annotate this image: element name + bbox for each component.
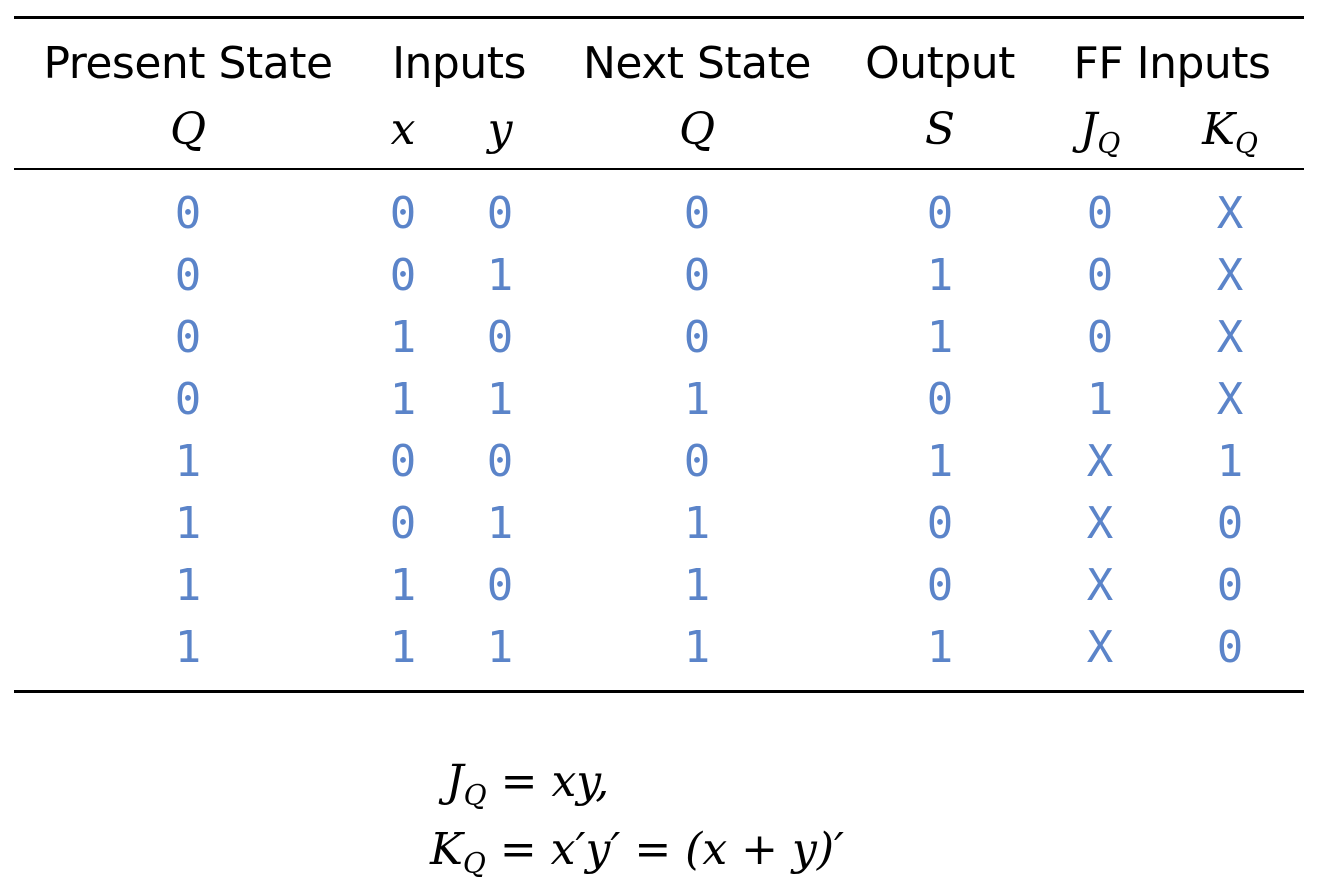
header-present-state: Present State	[43, 38, 333, 89]
cell-present-q: 0	[174, 312, 202, 363]
table-top-rule	[14, 16, 1304, 19]
cell-present-q: 0	[174, 250, 202, 301]
cell-jq: X	[1086, 560, 1114, 611]
cell-output-s: 0	[926, 498, 954, 549]
cell-kq: 1	[1216, 436, 1244, 487]
equation-kq-lhs-base: K	[430, 824, 463, 875]
var-present-q: Q	[169, 104, 207, 155]
cell-next-q: 0	[683, 312, 711, 363]
cell-next-q: 1	[683, 622, 711, 673]
cell-input-y: 1	[486, 374, 514, 425]
cell-jq: X	[1086, 622, 1114, 673]
cell-input-y: 0	[486, 188, 514, 239]
equation-kq-lhs-sub: Q	[462, 846, 486, 880]
cell-input-x: 0	[389, 436, 417, 487]
var-jq-sub: Q	[1097, 126, 1121, 160]
cell-output-s: 1	[926, 436, 954, 487]
var-kq-sub: Q	[1234, 126, 1258, 160]
cell-kq: 0	[1216, 560, 1244, 611]
cell-input-x: 1	[389, 312, 417, 363]
equation-kq: KQ = x′y′ = (x + y)′	[430, 828, 844, 877]
var-y: y	[487, 104, 513, 155]
cell-next-q: 1	[683, 560, 711, 611]
var-x: x	[390, 104, 416, 155]
equation-kq-rhs: = x′y′ = (x + y)′	[485, 824, 845, 875]
cell-next-q: 0	[683, 188, 711, 239]
var-kq-base: K	[1202, 104, 1235, 155]
cell-kq: 0	[1216, 498, 1244, 549]
cell-input-x: 0	[389, 250, 417, 301]
cell-kq: X	[1216, 374, 1244, 425]
cell-input-x: 1	[389, 560, 417, 611]
cell-kq: 0	[1216, 622, 1244, 673]
cell-present-q: 1	[174, 498, 202, 549]
cell-present-q: 0	[174, 188, 202, 239]
equation-jq-lhs-sub: Q	[463, 778, 487, 812]
cell-jq: 0	[1086, 250, 1114, 301]
cell-input-x: 0	[389, 498, 417, 549]
var-jq-base: J	[1079, 104, 1098, 155]
cell-output-s: 0	[926, 188, 954, 239]
cell-jq: X	[1086, 498, 1114, 549]
cell-present-q: 1	[174, 436, 202, 487]
cell-next-q: 0	[683, 250, 711, 301]
cell-input-x: 0	[389, 188, 417, 239]
cell-jq: 0	[1086, 188, 1114, 239]
cell-jq: 1	[1086, 374, 1114, 425]
cell-next-q: 0	[683, 436, 711, 487]
cell-output-s: 0	[926, 374, 954, 425]
cell-present-q: 1	[174, 560, 202, 611]
cell-input-y: 0	[486, 560, 514, 611]
cell-kq: X	[1216, 250, 1244, 301]
header-inputs: Inputs	[392, 38, 526, 89]
var-kq: KQ	[1202, 108, 1258, 157]
cell-jq: 0	[1086, 312, 1114, 363]
table-bottom-rule	[14, 690, 1304, 693]
cell-next-q: 1	[683, 374, 711, 425]
equation-jq: JQ = xy,	[446, 760, 609, 809]
cell-input-y: 1	[486, 622, 514, 673]
header-next-state: Next State	[583, 38, 811, 89]
cell-next-q: 1	[683, 498, 711, 549]
equation-jq-rhs: = xy,	[486, 756, 610, 807]
cell-input-y: 1	[486, 250, 514, 301]
cell-input-x: 1	[389, 622, 417, 673]
header-ff-inputs: FF Inputs	[1073, 38, 1271, 89]
header-output: Output	[865, 38, 1015, 89]
cell-output-s: 1	[926, 622, 954, 673]
table-header-rule	[14, 168, 1304, 170]
cell-input-y: 0	[486, 312, 514, 363]
equation-jq-lhs-base: J	[446, 756, 464, 807]
var-s: S	[924, 104, 956, 155]
cell-present-q: 1	[174, 622, 202, 673]
cell-output-s: 1	[926, 312, 954, 363]
cell-output-s: 0	[926, 560, 954, 611]
cell-kq: X	[1216, 188, 1244, 239]
cell-input-x: 1	[389, 374, 417, 425]
var-jq: JQ	[1080, 108, 1121, 157]
cell-output-s: 1	[926, 250, 954, 301]
cell-input-y: 0	[486, 436, 514, 487]
cell-jq: X	[1086, 436, 1114, 487]
cell-kq: X	[1216, 312, 1244, 363]
var-next-q: Q	[678, 104, 716, 155]
cell-present-q: 0	[174, 374, 202, 425]
cell-input-y: 1	[486, 498, 514, 549]
